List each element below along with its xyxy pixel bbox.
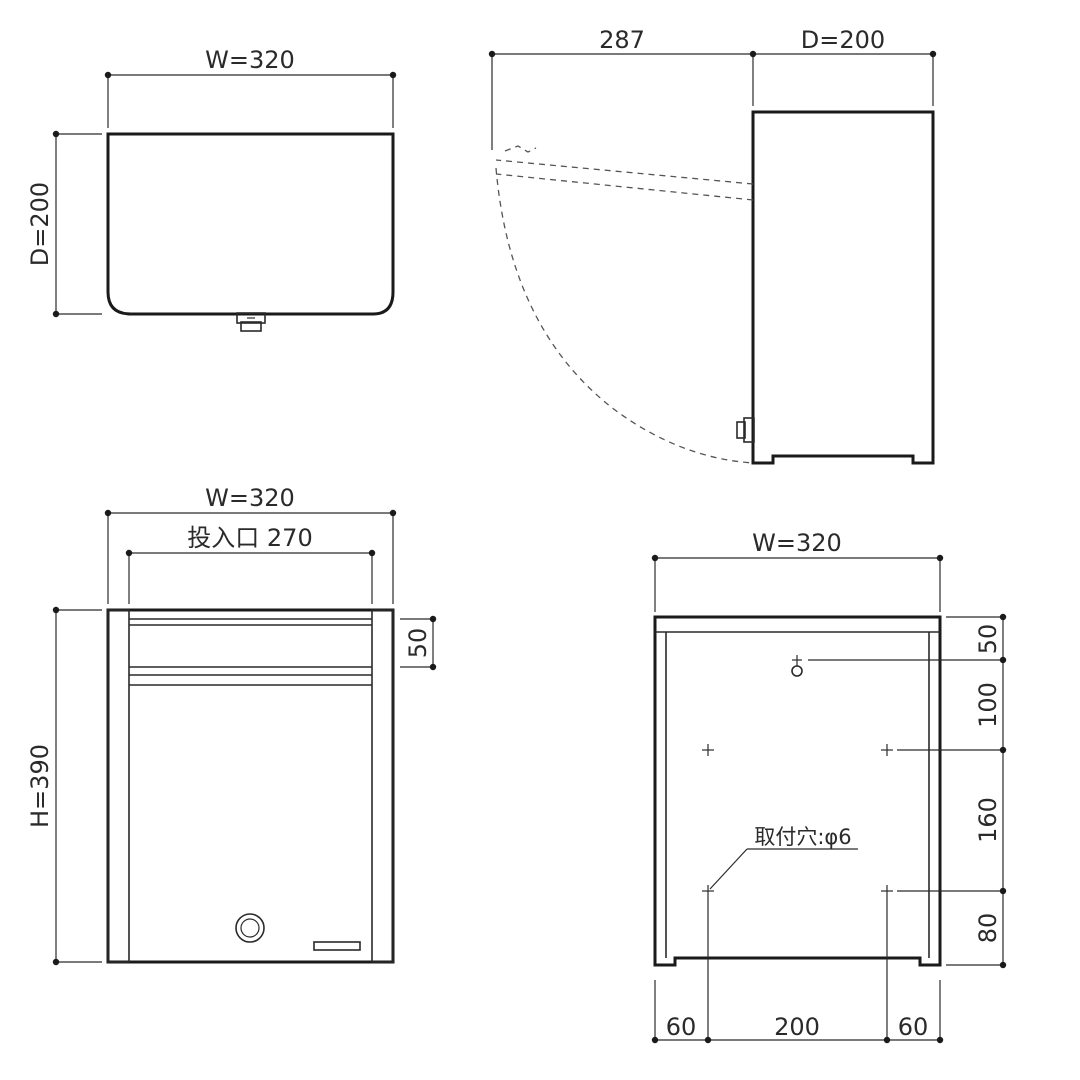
front-width-label: W=320 [205,484,295,512]
side-view: 287 D=200 [488,26,937,465]
top-view-body [106,132,395,316]
mounting-hole [881,885,893,897]
top-view-lock [236,312,266,332]
slot-height-label: 50 [404,628,432,659]
front-height-label: H=390 [26,744,54,828]
back-dim-hanger: 100 [974,682,1002,728]
top-depth-label: D=200 [26,182,54,266]
back-dim-top: 50 [974,624,1002,655]
mounting-hole [702,885,714,897]
front-view: W=320 投入口 270 50 H=390 [26,484,437,966]
back-dim-right-offset: 60 [898,1013,929,1041]
front-lock [235,913,265,943]
hanger-hole [791,655,803,677]
mounting-hole [881,744,893,756]
right-frame [371,609,394,963]
slot-width-label: 投入口 270 [187,524,312,552]
left-frame [107,609,130,963]
hole-note: 取付穴:φ6 [754,825,851,849]
back-view: W=320 [651,529,1007,1044]
name-plate [313,941,361,951]
back-dim-left-offset: 60 [666,1013,697,1041]
side-view-body [751,110,935,465]
back-dim-holes: 160 [974,797,1002,843]
open-lid-outline [495,145,754,464]
back-width-label: W=320 [752,529,842,557]
front-view-body [106,608,395,964]
side-depth-label: D=200 [801,26,885,54]
top-width-label: W=320 [205,46,295,74]
side-view-lock [736,417,755,443]
back-dim-hole-spacing: 200 [774,1013,820,1041]
back-dim-bottom: 80 [974,913,1002,944]
side-swing-label: 287 [599,26,645,54]
top-view: W=320 D=200 [26,46,397,332]
mounting-hole [702,744,714,756]
back-view-body [653,615,942,967]
